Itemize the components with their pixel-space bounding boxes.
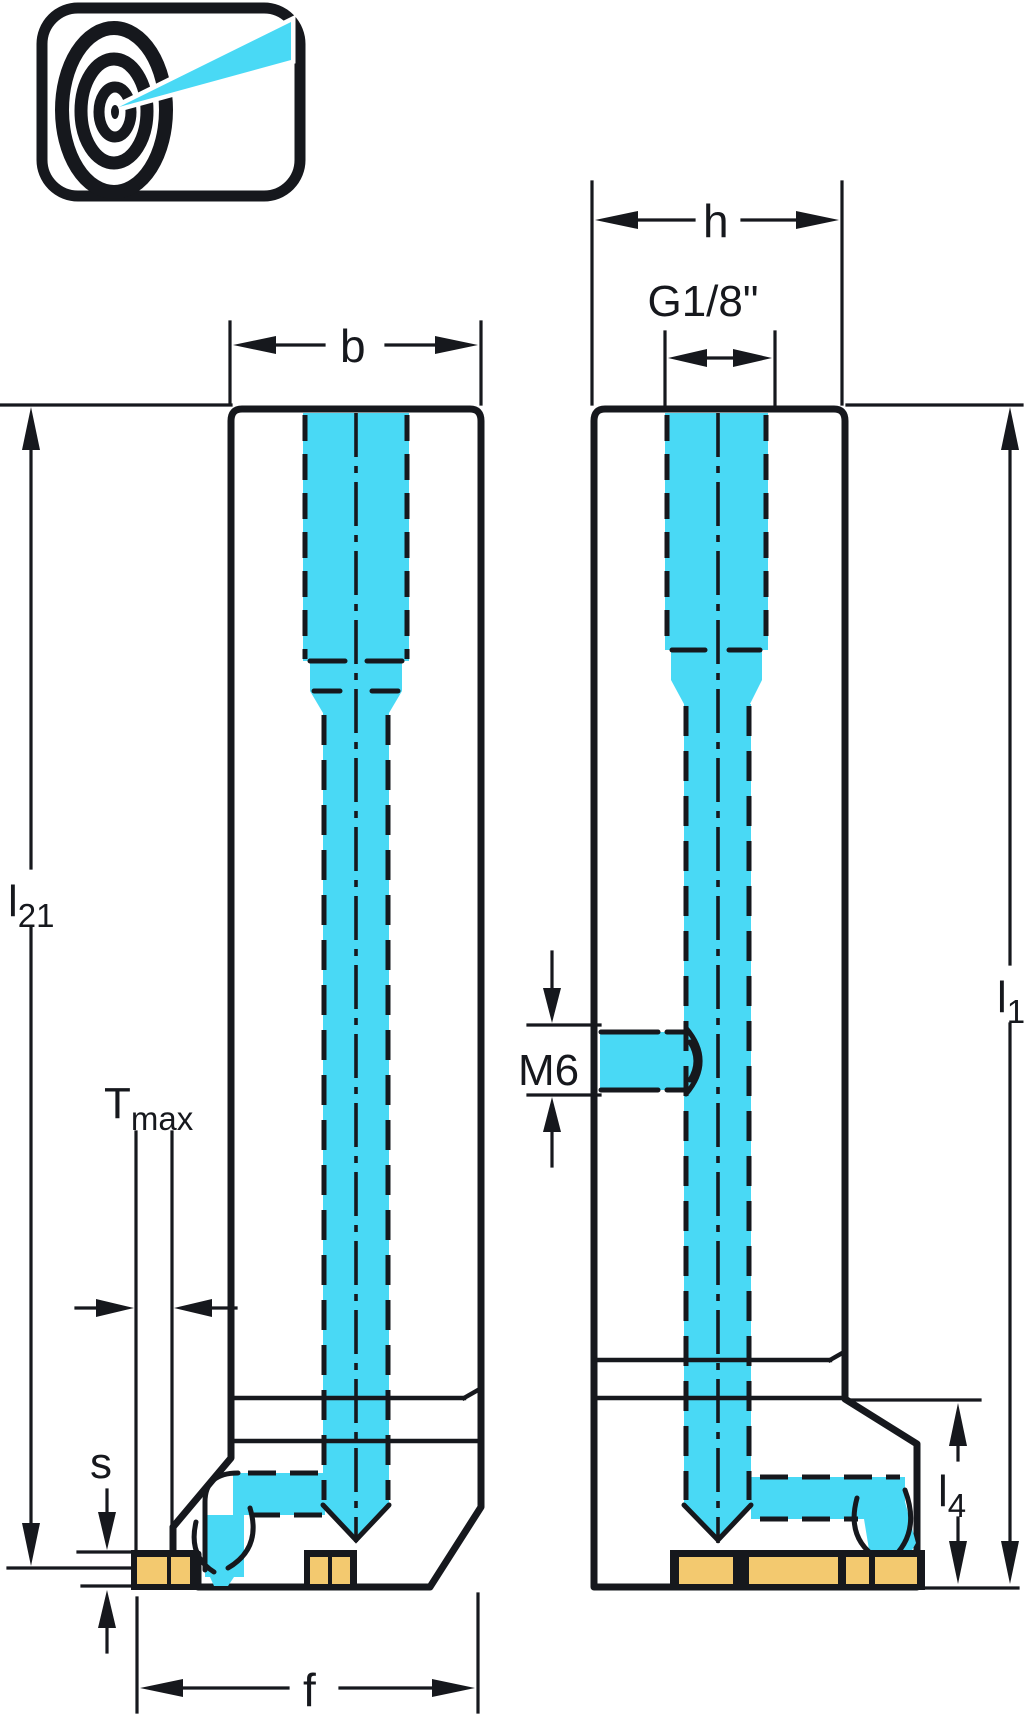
dimension-b: b — [228, 320, 483, 406]
front-nozzle-arc-right — [225, 1505, 256, 1571]
label-l21: l21 — [8, 877, 55, 934]
label-f: f — [303, 1664, 316, 1716]
side-body — [590, 405, 921, 1591]
label-b: b — [340, 320, 366, 372]
front-nozzle-bend — [202, 1470, 241, 1573]
side-coolant-lines — [598, 413, 914, 1565]
front-insert — [131, 1550, 199, 1590]
m6-port-tip — [683, 1025, 703, 1097]
label-m6: M6 — [518, 1046, 579, 1095]
dimension-tmax: Tmax — [74, 1079, 238, 1552]
m6-port-cone — [687, 1039, 699, 1083]
label-h: h — [703, 195, 729, 247]
label-g18: G1/8" — [647, 277, 758, 326]
side-insert-strip — [670, 1550, 925, 1590]
label-l1: l1 — [997, 973, 1024, 1030]
dimension-l21: l21 — [0, 403, 233, 1570]
side-view: h G1/8" M6 l4 — [518, 180, 1024, 1591]
label-l4: l4 — [938, 1467, 966, 1524]
dimension-h: h — [590, 180, 844, 406]
dimension-l4: l4 — [846, 1398, 982, 1584]
front-clamp-screw — [304, 1550, 357, 1590]
coolant-jet-icon — [117, 14, 296, 112]
front-view: b l21 Tmax s — [0, 320, 485, 1716]
target-icon — [55, 21, 173, 199]
side-step-chamfer — [826, 1348, 848, 1364]
internal-coolant-icon — [36, 2, 306, 202]
label-s: s — [90, 1439, 112, 1488]
dimension-l1: l1 — [845, 403, 1024, 1590]
front-step-chamfer — [460, 1386, 482, 1402]
front-body — [169, 405, 485, 1591]
label-tmax: Tmax — [104, 1079, 194, 1137]
dimension-m6: M6 — [518, 950, 602, 1168]
dimension-s: s — [76, 1439, 170, 1654]
dimension-f: f — [135, 1592, 480, 1716]
front-coolant-lines — [191, 413, 410, 1575]
dimension-g18: G1/8" — [647, 277, 777, 408]
side-coolant-channel — [600, 413, 916, 1582]
